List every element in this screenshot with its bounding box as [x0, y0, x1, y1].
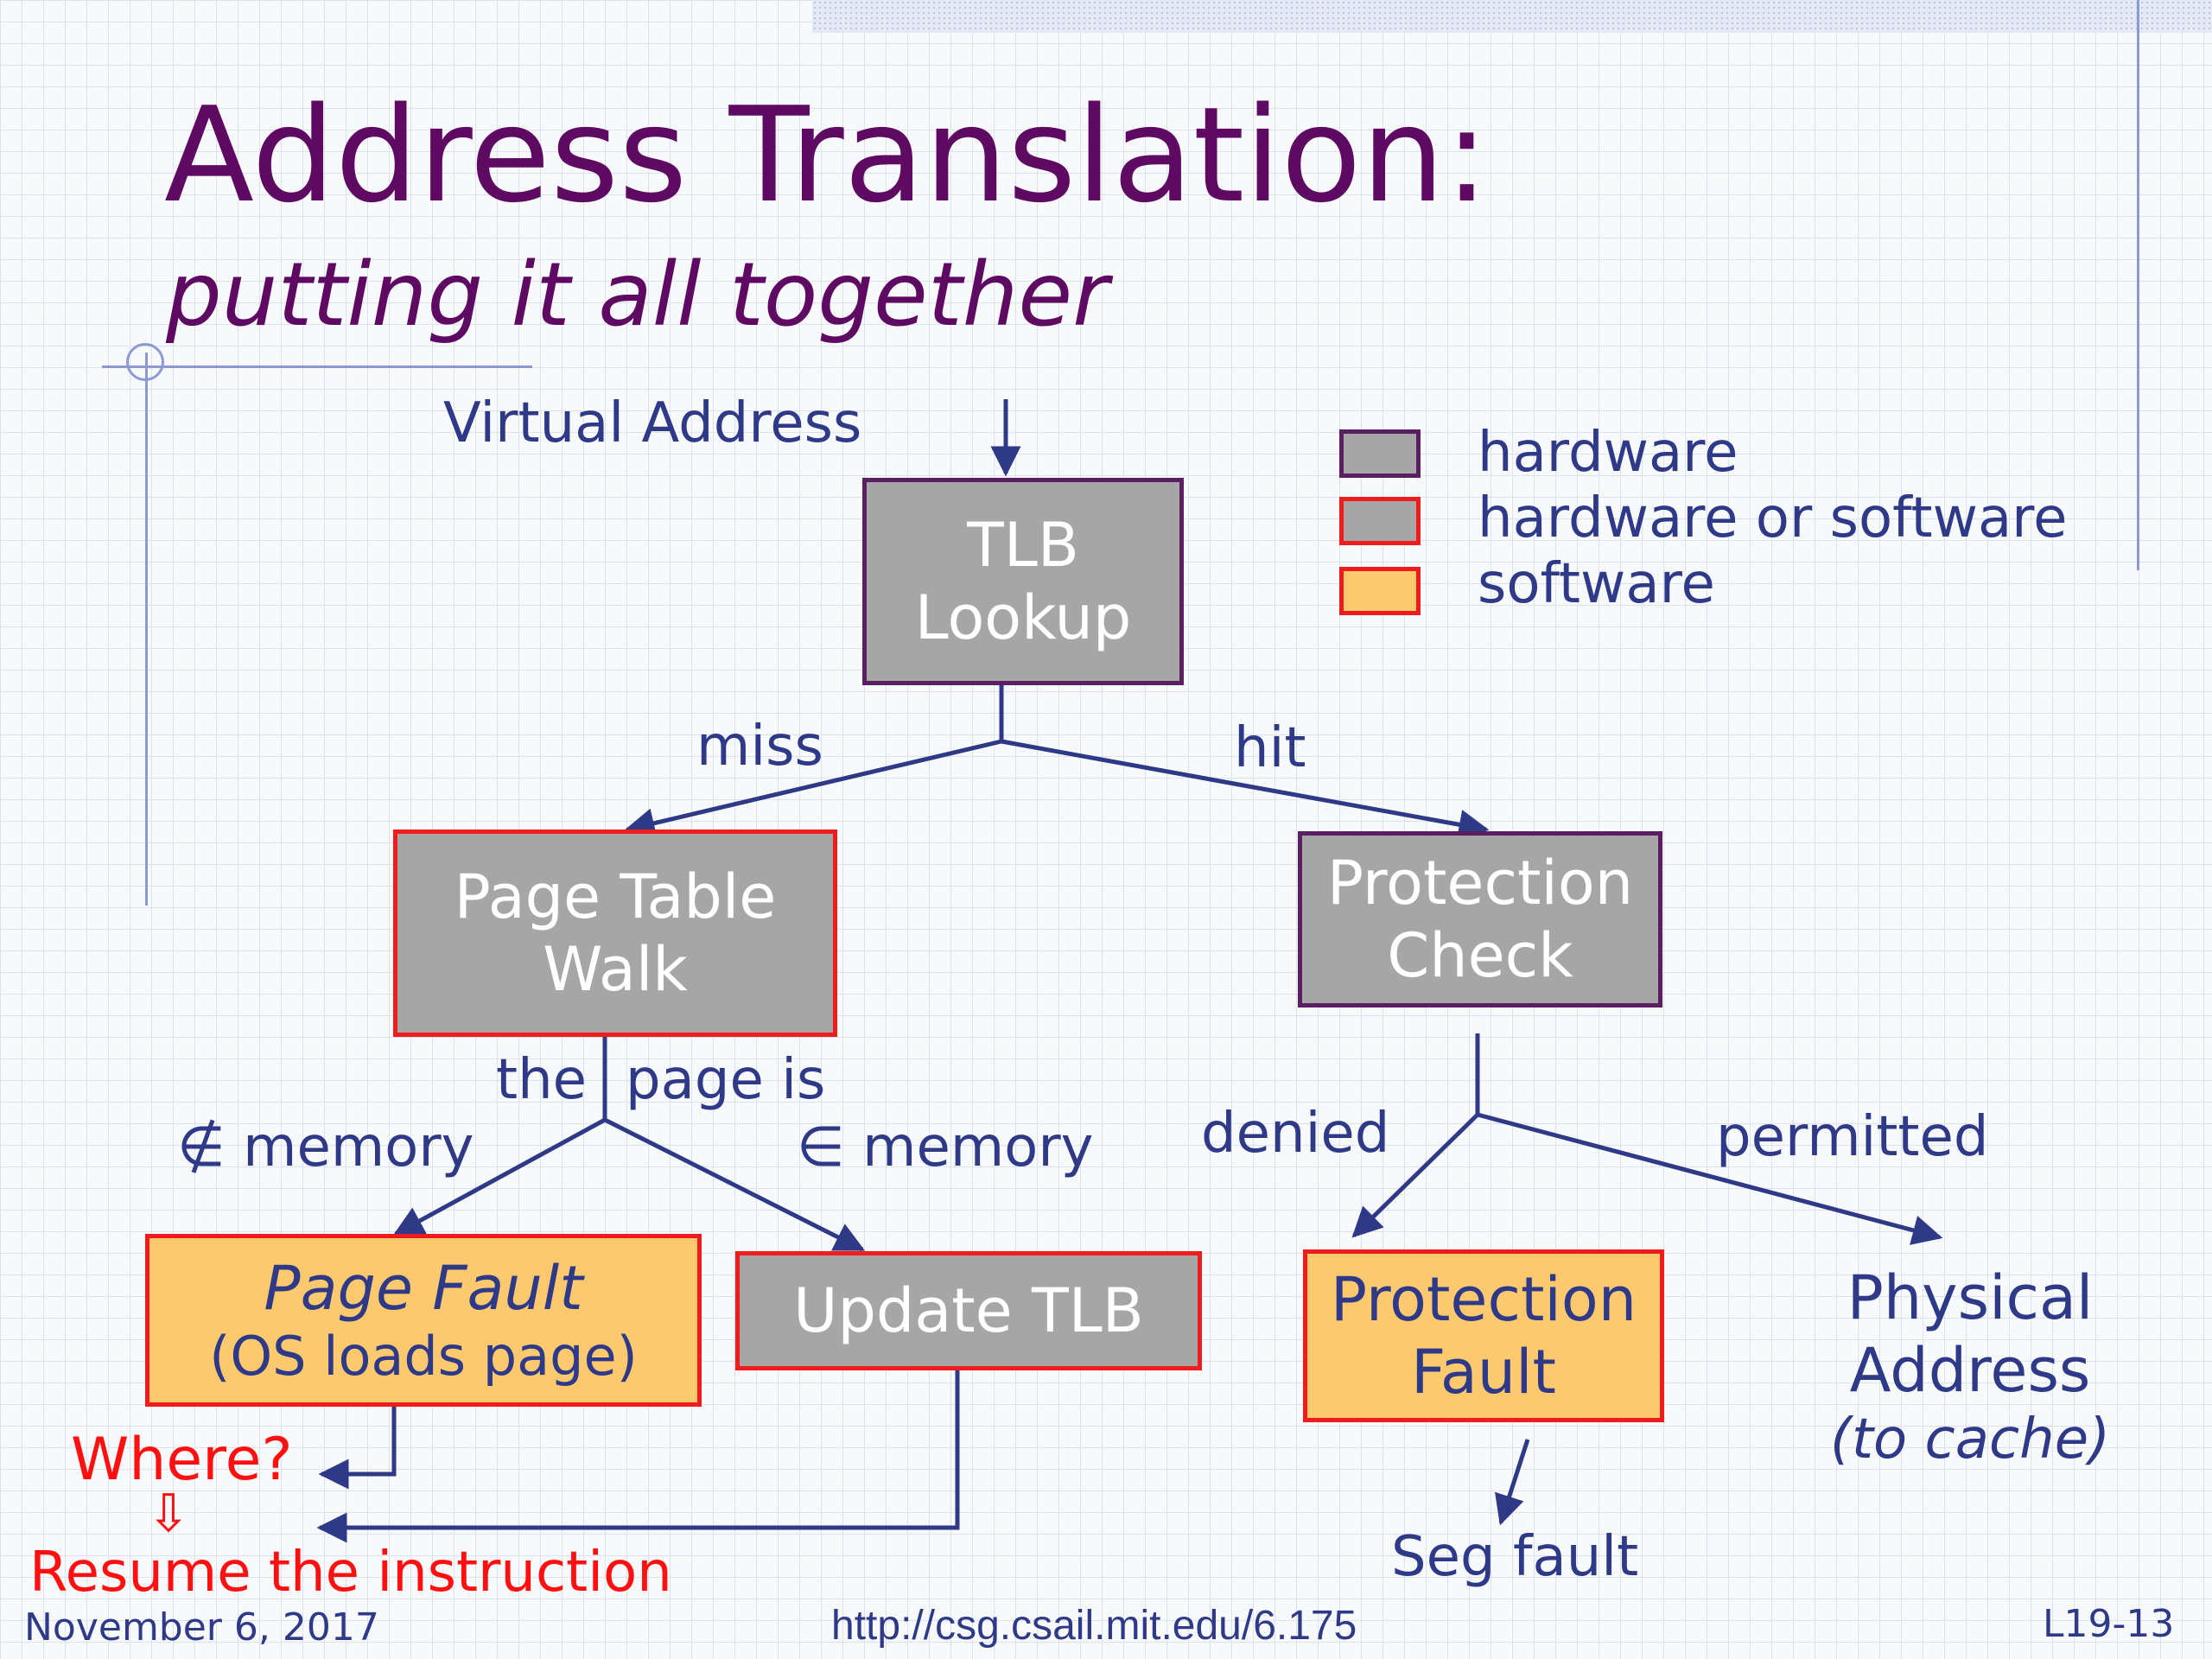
title-underline-decorative	[102, 365, 532, 368]
node-page-table-walk: Page Table Walk	[393, 830, 837, 1037]
edge-not-in-memory-to-page-fault	[392, 1117, 607, 1236]
node-page-fault-subtitle: (OS loads page)	[209, 1324, 638, 1388]
node-page-table-walk-line1: Page Table	[454, 861, 777, 932]
edge-label-miss: miss	[696, 715, 823, 779]
node-protection-fault: Protection Fault	[1303, 1249, 1664, 1422]
down-arrow-icon: ⇩	[147, 1484, 191, 1544]
legend-swatch-hardware	[1339, 429, 1421, 478]
legend-label-hardware-or-software: hardware or software	[1478, 486, 2068, 550]
edge-update-tlb-to-resume	[316, 1370, 960, 1543]
legend-swatch-software	[1339, 567, 1421, 615]
node-physical-address-line2: Address	[1849, 1334, 2091, 1406]
edge-in-memory-to-update-tlb	[603, 1117, 866, 1252]
edge-permitted-to-physical-address	[1477, 1112, 1943, 1245]
virtual-address-label: Virtual Address	[443, 391, 862, 455]
edge-label-in-memory: ∈ memory	[797, 1116, 1094, 1179]
edge-label-page-is: page is	[626, 1048, 826, 1112]
resume-instruction-annotation: Resume the instruction	[29, 1541, 672, 1605]
node-protection-check: Protection Check	[1298, 831, 1662, 1007]
slide-subtitle: putting it all together	[166, 244, 1109, 346]
node-protection-fault-line1: Protection	[1330, 1264, 1637, 1335]
node-tlb-lookup: TLB Lookup	[862, 478, 1184, 685]
node-update-tlb: Update TLB	[735, 1251, 1202, 1370]
slide-title: Address Translation:	[164, 79, 1490, 232]
node-physical-address: Physical Address (to cache)	[1806, 1255, 2134, 1479]
left-decorative-line	[145, 353, 148, 906]
edge-miss-to-page-table	[624, 739, 1002, 838]
node-page-fault: Page Fault (OS loads page)	[145, 1234, 702, 1407]
edge-label-denied: denied	[1201, 1102, 1390, 1166]
node-page-fault-title: Page Fault	[264, 1252, 583, 1324]
node-tlb-lookup-line2: Lookup	[914, 582, 1132, 653]
node-physical-address-note: (to cache)	[1829, 1407, 2111, 1471]
top-decorative-band	[812, 0, 2212, 33]
node-physical-address-line1: Physical	[1847, 1262, 2094, 1333]
edge-label-permitted: permitted	[1716, 1105, 1989, 1169]
crosshair-icon	[126, 343, 164, 381]
node-protection-fault-line2: Fault	[1411, 1337, 1556, 1408]
edge-denied-to-protection-fault	[1351, 1113, 1479, 1238]
edge-protection-fault-to-seg-fault	[1495, 1439, 1530, 1526]
node-tlb-lookup-line1: TLB	[967, 510, 1079, 581]
footer-url: http://csg.csail.mit.edu/6.175	[831, 1603, 1357, 1649]
footer-date: November 6, 2017	[24, 1605, 379, 1649]
edge-hit-to-protection-check	[1001, 739, 1490, 840]
node-protection-check-line2: Check	[1387, 920, 1573, 991]
legend-label-hardware: hardware	[1478, 421, 1738, 485]
node-page-table-walk-line2: Walk	[543, 934, 688, 1005]
node-protection-check-line1: Protection	[1326, 848, 1634, 918]
seg-fault-label: Seg fault	[1391, 1525, 1639, 1589]
edge-label-not-in-memory: ∉ memory	[177, 1116, 474, 1179]
right-decorative-line	[2137, 0, 2139, 570]
legend-swatch-hardware-or-software	[1339, 497, 1421, 545]
footer-slide-number: L19-13	[2043, 1602, 2175, 1646]
node-update-tlb-label: Update TLB	[793, 1275, 1144, 1346]
where-annotation: Where?	[71, 1426, 293, 1494]
edge-label-hit: hit	[1234, 716, 1306, 780]
legend-label-software: software	[1478, 552, 1715, 616]
edge-page-fault-to-where	[318, 1407, 397, 1490]
edge-label-the: the	[496, 1048, 588, 1112]
